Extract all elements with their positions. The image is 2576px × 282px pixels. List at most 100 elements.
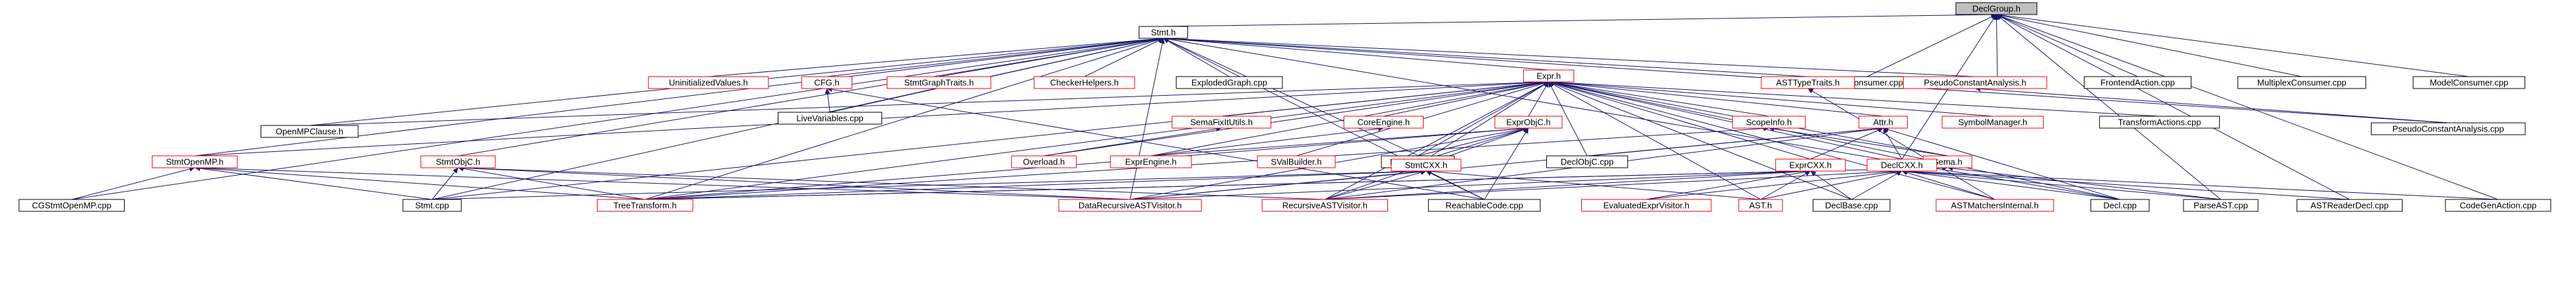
node-CGStmtOpenMP[interactable]: CGStmtOpenMP.cpp	[18, 199, 125, 212]
edge-DeclGroup-MultiplexConsumer	[1996, 13, 2302, 77]
node-ReachableCode[interactable]: ReachableCode.cpp	[1428, 199, 1541, 212]
edge	[1426, 168, 1761, 200]
node-box	[1902, 76, 2048, 89]
edge-StmtCXX-DataRAV	[1130, 168, 1426, 200]
node-ASTTypeTraits[interactable]: ASTTypeTraits.h	[1761, 76, 1855, 89]
node-CFG[interactable]: CFG.h	[801, 76, 852, 89]
node-LiveVariables[interactable]: LiveVariables.cpp	[777, 112, 883, 125]
node-ASTReaderDecl[interactable]: ASTReaderDecl.cpp	[2296, 199, 2403, 212]
node-ScopeInfo[interactable]: ScopeInfo.h	[1732, 116, 1806, 129]
node-box	[648, 76, 769, 89]
node-SemaFixItUtils[interactable]: SemaFixItUtils.h	[1172, 116, 1272, 129]
edge-StmtH-ExplodedGraph	[1163, 38, 1230, 77]
node-label: UninitializedValues.h	[669, 78, 748, 88]
node-ExprObjC[interactable]: ExprObjC.h	[1494, 116, 1563, 129]
node-OpenMPClause[interactable]: OpenMPClause.h	[261, 125, 359, 138]
node-FrontendAction[interactable]: FrontendAction.cpp	[2083, 76, 2192, 89]
node-AttrH[interactable]: Attr.h	[1858, 116, 1908, 129]
edge	[708, 36, 1164, 77]
node-ExprH[interactable]: Expr.h	[1523, 69, 1575, 83]
node-PseudoConstH[interactable]: PseudoConstantAnalysis.h	[1902, 76, 2048, 89]
edge	[827, 36, 1164, 77]
edge-ExprH-Overload	[1044, 80, 1549, 157]
node-box	[1812, 199, 1891, 212]
node-StmtCXX[interactable]: StmtCXX.h	[1391, 159, 1462, 172]
node-label: CheckerHelpers.h	[1050, 78, 1119, 88]
edge-StmtH-StmtOpenMP	[195, 36, 1164, 157]
node-layer: DeclGroup.hStmt.hASTConsumer.cppDeclGrou…	[18, 2, 2552, 212]
edge-ExprH-DeclObjCCpp	[1548, 81, 1588, 157]
node-ExplodedGraph[interactable]: ExplodedGraph.cpp	[1176, 76, 1283, 89]
edge	[1548, 80, 2120, 200]
node-box	[2371, 122, 2526, 135]
node-PseudoConstCpp[interactable]: PseudoConstantAnalysis.cpp	[2371, 122, 2526, 135]
node-CodeGenAction[interactable]: CodeGenAction.cpp	[2445, 199, 2552, 212]
edge	[1044, 126, 1222, 157]
node-label: DataRecursiveASTVisitor.h	[1079, 201, 1182, 211]
node-EvaluatedExprVisitor[interactable]: EvaluatedExprVisitor.h	[1581, 199, 1712, 212]
node-box	[420, 155, 496, 168]
node-SymbolManager[interactable]: SymbolManager.h	[1941, 116, 2044, 129]
node-label: Sema.h	[1933, 157, 1963, 167]
edge-ExprH-ASTMatchersInternal	[1548, 81, 1995, 200]
node-box	[1866, 159, 1937, 172]
node-RAV[interactable]: RecursiveASTVisitor.h	[1261, 199, 1389, 212]
node-StmtOpenMP[interactable]: StmtOpenMP.h	[152, 155, 238, 168]
node-DeclObjCCpp[interactable]: DeclObjC.cpp	[1546, 155, 1628, 168]
node-label: StmtGraphTraits.h	[904, 78, 974, 88]
edge	[1996, 13, 2302, 77]
edge	[458, 165, 1325, 200]
node-StmtObjC[interactable]: StmtObjC.h	[420, 155, 496, 168]
node-CheckerHelpers[interactable]: CheckerHelpers.h	[1034, 76, 1135, 89]
edge	[1325, 168, 1811, 200]
edge-DeclGroup-ModelConsumer	[1996, 13, 2469, 77]
edge-StmtCXX-StmtCpp	[432, 168, 1426, 200]
node-DeclCpp[interactable]: Decl.cpp	[2090, 199, 2150, 212]
node-ParseAST[interactable]: ParseAST.cpp	[2183, 199, 2259, 212]
node-DeclBase[interactable]: DeclBase.cpp	[1812, 199, 1891, 212]
node-DataRAV[interactable]: DataRecursiveASTVisitor.h	[1058, 199, 1202, 212]
node-ASTMatchersInternal[interactable]: ASTMatchersInternal.h	[1935, 199, 2054, 212]
node-TransformActions[interactable]: TransformActions.cpp	[2099, 116, 2220, 129]
node-box	[1110, 155, 1192, 168]
edge-PseudoConstH-PseudoConstCpp	[1975, 86, 2449, 123]
node-ExprCXX[interactable]: ExprCXX.h	[1775, 159, 1846, 172]
edge-ExprH-DeclBase	[1548, 81, 1852, 200]
node-StmtCpp[interactable]: Stmt.cpp	[402, 199, 462, 212]
node-MultiplexConsumer[interactable]: MultiplexConsumer.cpp	[2237, 76, 2366, 89]
node-label: CGStmtOpenMP.cpp	[32, 201, 111, 211]
node-StmtGraphTraits[interactable]: StmtGraphTraits.h	[887, 76, 991, 89]
node-box	[1011, 155, 1077, 168]
node-label: ModelConsumer.cpp	[2430, 78, 2508, 88]
node-label: StmtOpenMP.h	[166, 157, 224, 167]
node-label: CoreEngine.h	[1358, 118, 1410, 127]
edge-StmtH-TreeTransform	[644, 37, 1164, 200]
node-box	[1058, 199, 1202, 212]
node-DeclCXX[interactable]: DeclCXX.h	[1866, 159, 1937, 172]
node-ExprEngine[interactable]: ExprEngine.h	[1110, 155, 1192, 168]
node-SValBuilder[interactable]: SValBuilder.h	[1257, 155, 1336, 168]
node-label: MultiplexConsumer.cpp	[2257, 78, 2346, 88]
edge-ExprObjC-StmtCXX	[1426, 127, 1529, 160]
node-UninitValues[interactable]: UninitializedValues.h	[648, 76, 769, 89]
node-TreeTransform[interactable]: TreeTransform.h	[596, 199, 693, 212]
node-ModelConsumer[interactable]: ModelConsumer.cpp	[2412, 76, 2526, 89]
node-StmtH[interactable]: Stmt.h	[1139, 26, 1188, 39]
edge	[1418, 127, 1529, 157]
node-label: CodeGenAction.cpp	[2460, 201, 2536, 211]
edge-ExprH-ASTH	[1548, 81, 1761, 200]
node-CoreEngine[interactable]: CoreEngine.h	[1343, 116, 1424, 129]
node-box	[2083, 76, 2192, 89]
edge-StmtObjC-DataRAV	[458, 165, 1131, 200]
edge	[1947, 165, 2221, 200]
node-DeclGroup[interactable]: DeclGroup.h	[1955, 2, 2038, 15]
edge-ExprObjC-TreeTransform	[644, 125, 1529, 200]
edge-StmtCXX-RAV	[1325, 170, 1427, 200]
edge	[1163, 36, 1976, 77]
edge-DeclCXX-ASTReaderDecl	[1902, 168, 2350, 200]
node-ASTH[interactable]: AST.h	[1738, 199, 1783, 212]
node-Overload[interactable]: Overload.h	[1011, 155, 1077, 168]
node-box	[1176, 76, 1283, 89]
edge-ASTTypeTraits-ASTMatchersInternal	[1807, 88, 1995, 200]
edge	[195, 166, 433, 200]
